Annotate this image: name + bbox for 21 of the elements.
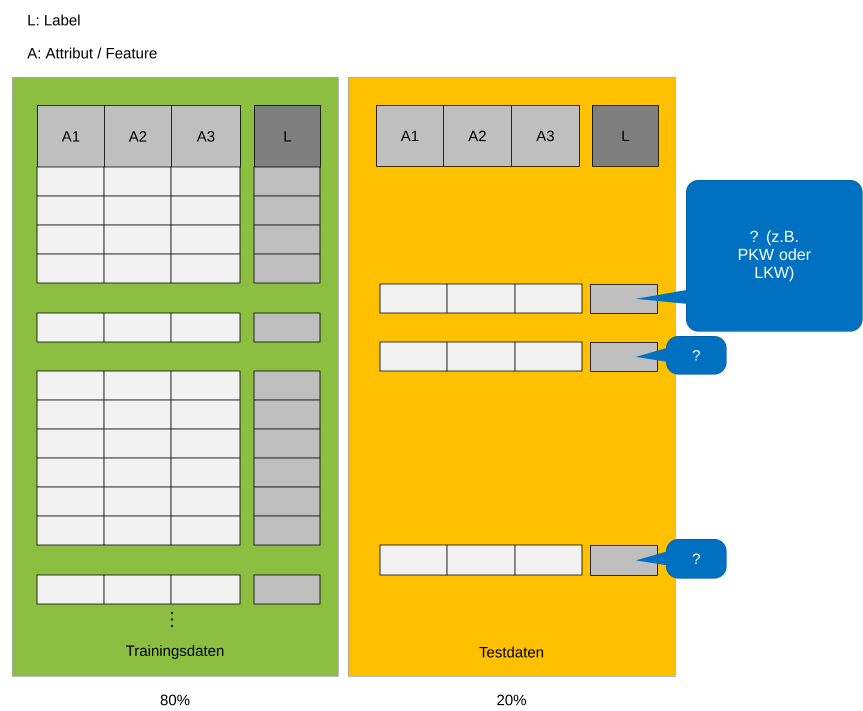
speech-bubble-tail: [636, 290, 687, 304]
speech-bubble-tail: [636, 348, 667, 362]
speech-bubble: ?: [666, 539, 727, 579]
column-header: A1: [376, 105, 444, 167]
column-header: A1: [37, 105, 105, 168]
speech-bubble: ? (z.B. PKW oder LKW): [686, 180, 863, 332]
legend-note: A: Attribut / Feature: [27, 48, 157, 58]
label-cell: [590, 284, 658, 314]
legend-note: L: Label: [28, 14, 80, 26]
percentage-label: 20%: [497, 694, 526, 706]
label-cell: [590, 342, 658, 372]
column-header: A3: [171, 105, 241, 168]
column-header: L: [592, 105, 659, 167]
column-header: A3: [511, 105, 580, 167]
speech-bubble-tail: [636, 551, 667, 566]
column-header: A2: [104, 105, 172, 168]
label-cell: [590, 545, 658, 576]
percentage-label: 80%: [160, 694, 190, 706]
column-header: A2: [443, 105, 512, 167]
speech-bubble: ?: [666, 336, 727, 375]
column-header: L: [254, 105, 321, 168]
